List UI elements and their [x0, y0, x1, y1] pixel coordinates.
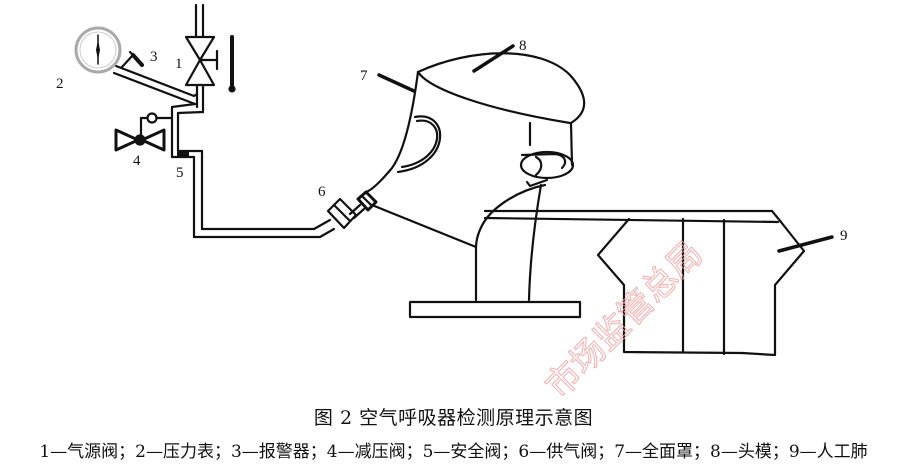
callout-7: 7	[360, 68, 368, 84]
demand-valve-icon	[326, 190, 378, 230]
callout-3: 3	[150, 49, 158, 65]
callout-2: 2	[56, 76, 64, 92]
main-pipe	[112, 64, 336, 239]
callout-8: 8	[519, 38, 527, 54]
pressure-reducing-valve-icon	[114, 112, 174, 152]
callout-4: 4	[133, 153, 141, 169]
gas-source-valve-icon	[184, 35, 219, 87]
valve-rod	[228, 35, 236, 93]
figure-title: 图 2 空气呼吸器检测原理示意图	[313, 407, 594, 429]
head-base-plate	[408, 300, 582, 319]
leader-lines	[377, 44, 834, 253]
full-face-mask	[364, 70, 572, 249]
gas-source-pipe	[194, 3, 205, 38]
callout-6: 6	[318, 184, 326, 200]
callout-5: 5	[176, 165, 184, 181]
alarm-icon	[120, 50, 144, 69]
callout-9: 9	[840, 228, 848, 244]
callout-1: 1	[175, 56, 183, 72]
artificial-lung	[483, 209, 806, 357]
head-model	[416, 52, 586, 302]
safety-valve-icon	[177, 150, 189, 158]
pressure-gauge-icon	[74, 26, 122, 74]
breathing-apparatus-diagram: 1 2 3 4 5 6 7 8 9 市场监管总局	[56, 3, 848, 400]
figure-legend: 1—气源阀；2—压力表；3—报警器；4—减压阀；5—安全阀；6—供气阀；7—全面…	[39, 442, 868, 462]
